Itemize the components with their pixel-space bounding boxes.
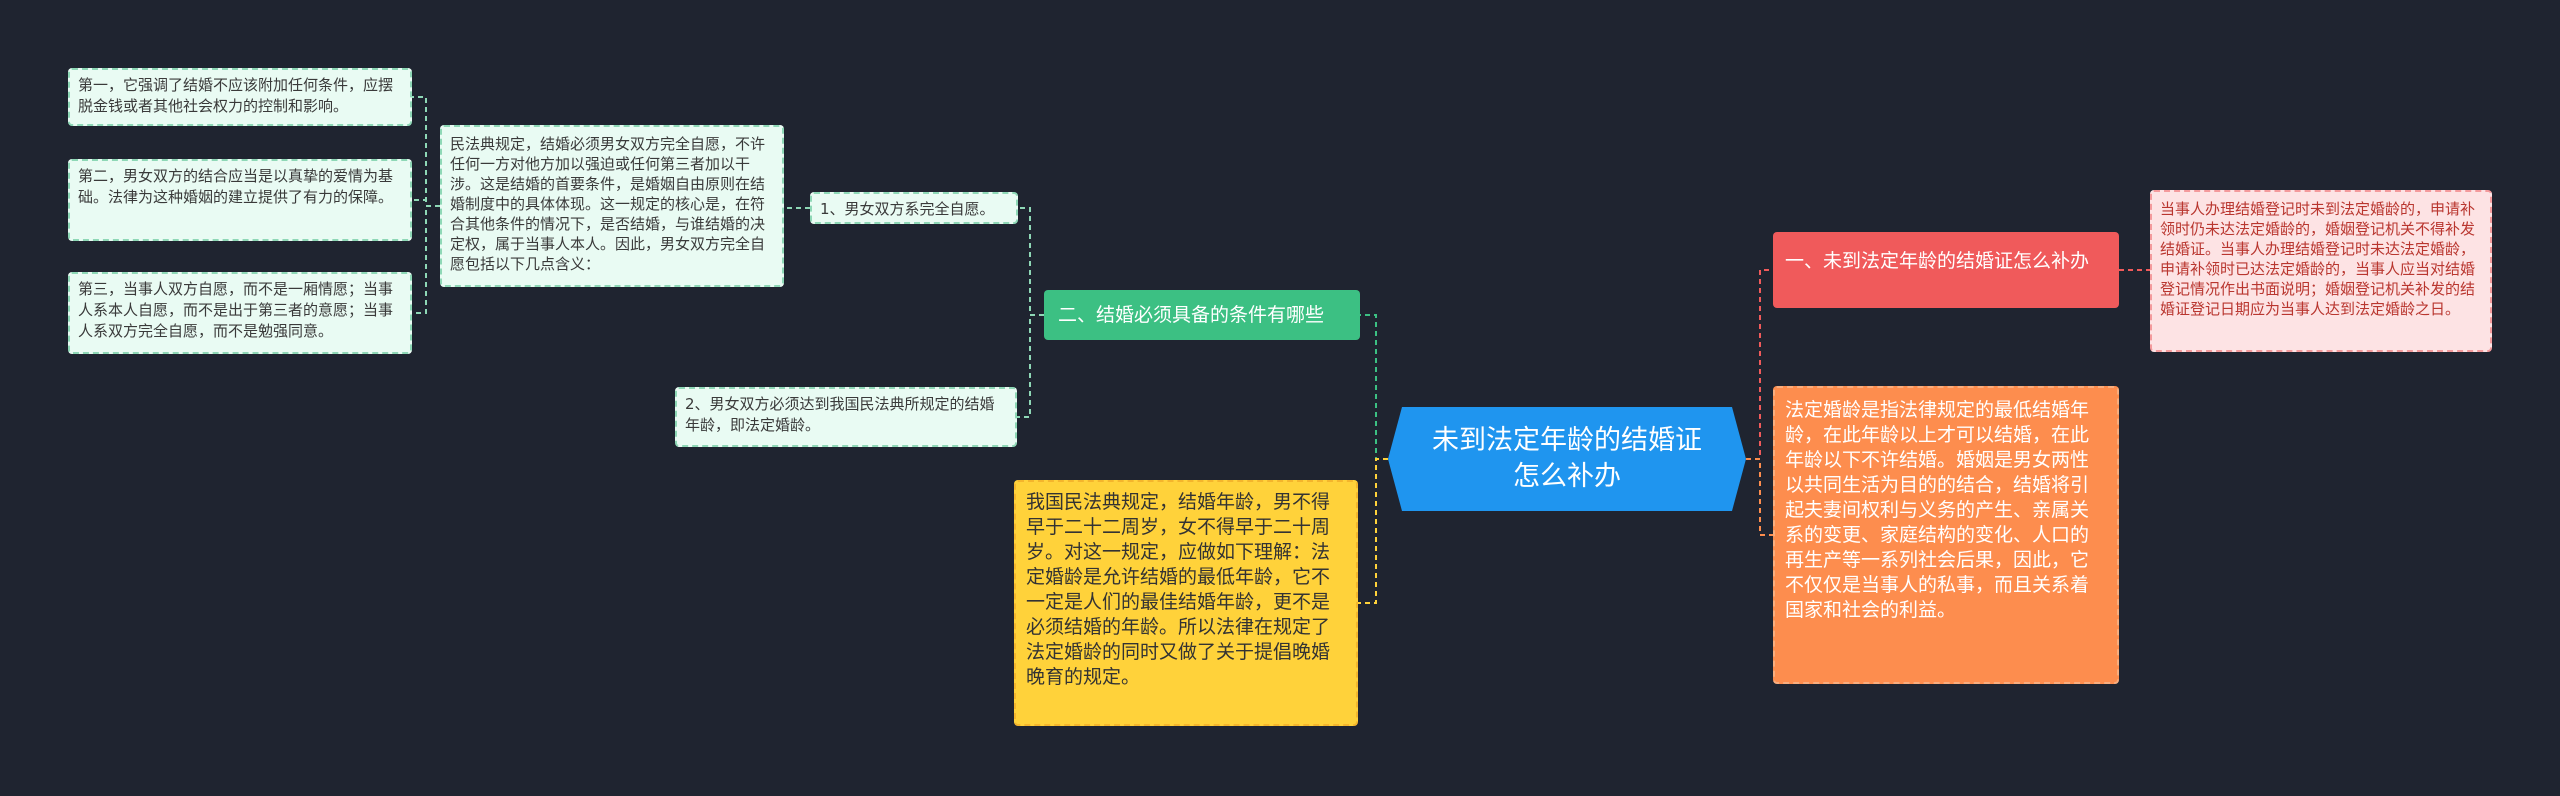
connector-detail-point3 (412, 205, 440, 314)
voluntary-point-3-text: 第三，当事人双方自愿，而不是一厢情愿；当事人系本人自愿，而不是出于第三者的意愿；… (78, 280, 394, 340)
branch-marriage-conditions[interactable]: 二、结婚必须具备的条件有哪些 (1044, 290, 1360, 340)
condition-legal-age-label: 2、男女双方必须达到我国民法典所规定的结婚年龄，即法定婚龄。 (685, 395, 995, 434)
civil-code-age-note-text: 我国民法典规定，结婚年龄，男不得早于二十二周岁，女不得早于二十周岁。对这一规定，… (1026, 491, 1331, 688)
root-topic-label: 未到法定年龄的结婚证怎么补办 (1432, 425, 1702, 492)
connector-root-green (1360, 314, 1388, 460)
connector-green-c1 (1018, 207, 1044, 316)
connector-root-yellow (1358, 458, 1388, 604)
connector-detail-point1 (412, 96, 440, 207)
reissue-detail-text: 当事人办理结婚登记时未到法定婚龄的，申请补领时仍未达法定婚龄的，婚姻登记机关不得… (2160, 200, 2476, 318)
connector-detail-point2 (412, 199, 440, 207)
connector-green-c2 (1017, 314, 1044, 418)
voluntary-point-2-text: 第二，男女双方的结合应当是以真挚的爱情为基础。法律为这种婚姻的建立提供了有力的保… (78, 167, 394, 206)
connector-root-red (1746, 269, 1773, 460)
branch-how-to-reissue[interactable]: 一、未到法定年龄的结婚证怎么补办 (1773, 232, 2119, 308)
voluntary-point-1-text: 第一，它强调了结婚不应该附加任何条件，应摆脱金钱或者其他社会权力的控制和影响。 (78, 76, 394, 115)
voluntary-point-1[interactable]: 第一，它强调了结婚不应该附加任何条件，应摆脱金钱或者其他社会权力的控制和影响。 (68, 68, 412, 126)
condition-voluntary[interactable]: 1、男女双方系完全自愿。 (810, 192, 1018, 224)
condition-legal-age[interactable]: 2、男女双方必须达到我国民法典所规定的结婚年龄，即法定婚龄。 (675, 387, 1017, 447)
root-topic[interactable]: 未到法定年龄的结婚证怎么补办 (1388, 407, 1746, 511)
voluntary-detail-note[interactable]: 民法典规定，结婚必须男女双方完全自愿，不许任何一方对他方加以强迫或任何第三者加以… (440, 125, 784, 287)
reissue-detail-note[interactable]: 当事人办理结婚登记时未到法定婚龄的，申请补领时仍未达法定婚龄的，婚姻登记机关不得… (2150, 190, 2492, 352)
voluntary-detail-text: 民法典规定，结婚必须男女双方完全自愿，不许任何一方对他方加以强迫或任何第三者加以… (450, 135, 766, 273)
branch-marriage-conditions-label: 二、结婚必须具备的条件有哪些 (1058, 304, 1325, 326)
condition-voluntary-label: 1、男女双方系完全自愿。 (820, 200, 995, 218)
branch-how-to-reissue-label: 一、未到法定年龄的结婚证怎么补办 (1785, 250, 2090, 272)
legal-age-explanation[interactable]: 法定婚龄是指法律规定的最低结婚年龄，在此年龄以上才可以结婚，在此年龄以下不许结婚… (1773, 386, 2119, 684)
voluntary-point-2[interactable]: 第二，男女双方的结合应当是以真挚的爱情为基础。法律为这种婚姻的建立提供了有力的保… (68, 159, 412, 241)
legal-age-explanation-text: 法定婚龄是指法律规定的最低结婚年龄，在此年龄以上才可以结婚，在此年龄以下不许结婚… (1785, 399, 2090, 621)
civil-code-age-note[interactable]: 我国民法典规定，结婚年龄，男不得早于二十二周岁，女不得早于二十周岁。对这一规定，… (1014, 480, 1358, 726)
connector-root-orange (1746, 458, 1773, 536)
voluntary-point-3[interactable]: 第三，当事人双方自愿，而不是一厢情愿；当事人系本人自愿，而不是出于第三者的意愿；… (68, 272, 412, 354)
